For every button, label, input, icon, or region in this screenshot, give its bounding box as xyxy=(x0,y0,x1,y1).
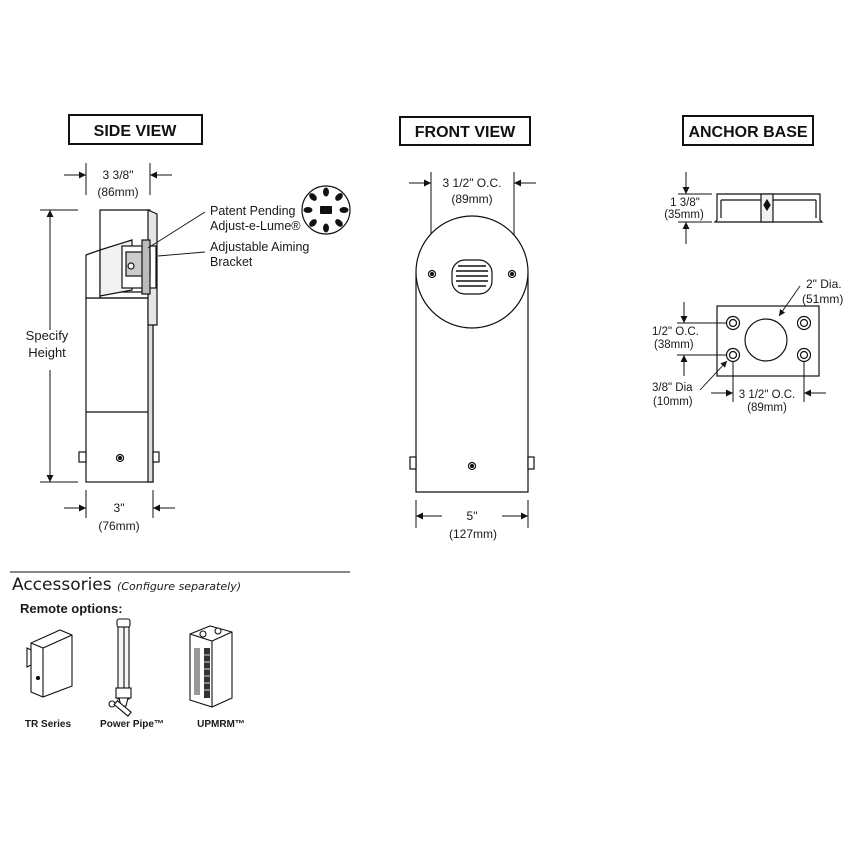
side-top-dim-mm: (86mm) xyxy=(97,185,138,199)
anchor-base-plan xyxy=(716,305,820,377)
side-height-label-2: Height xyxy=(28,345,66,360)
front-view-heading: FRONT VIEW xyxy=(415,124,516,141)
anchor-height-dimension xyxy=(678,172,712,244)
front-bottom-dim-text: 5" xyxy=(467,509,478,523)
front-top-dim-text: 3 1/2" O.C. xyxy=(443,176,502,190)
front-bottom-dim-mm: (127mm) xyxy=(449,527,497,541)
side-bottom-dim-text: 3" xyxy=(114,501,125,515)
front-fixture-body xyxy=(409,215,535,493)
accessories-title-text: Accessories xyxy=(12,575,112,595)
anchor-base-heading-box xyxy=(682,115,814,146)
anchor-bolt-dia-mm: (10mm) xyxy=(653,396,693,408)
anchor-bolt-dia-text: 3/8" Dia xyxy=(652,382,693,394)
front-view-heading-box xyxy=(399,116,531,146)
side-callout-1b: Adjust-e-Lume® xyxy=(210,219,301,233)
side-view-heading-box xyxy=(68,114,203,145)
anchor-base-elevation xyxy=(713,193,824,223)
accessories-title: Accessories (Configure separately) xyxy=(12,575,241,595)
side-height-label-1: Specify xyxy=(26,328,69,343)
side-bottom-dimension xyxy=(64,490,175,518)
side-view: SIDE VIEW 3 3/8" (86mm) Specify Height xyxy=(26,114,351,533)
side-callout-2a: Adjustable Aiming xyxy=(210,240,309,254)
power-pipe-illustration xyxy=(108,618,132,717)
anchor-horiz-oc-mm: (89mm) xyxy=(747,402,787,414)
tr-series-illustration xyxy=(26,629,73,698)
side-height-dimension xyxy=(40,209,78,483)
anchor-vert-oc-text: 1/2" O.C. xyxy=(652,326,699,338)
anchor-horiz-oc-text: 3 1/2" O.C. xyxy=(739,389,796,401)
anchor-horizontal-oc-dimension xyxy=(711,362,826,402)
remote-options-heading: Remote options: xyxy=(20,601,123,616)
anchor-vertical-oc-dimension xyxy=(677,302,726,376)
front-top-dim-mm: (89mm) xyxy=(451,192,492,206)
anchor-hole-dim-mm: (51mm) xyxy=(802,292,843,306)
side-callout-leaders xyxy=(147,211,206,257)
anchor-base-heading: ANCHOR BASE xyxy=(688,124,807,141)
anchor-height-dim-text: 1 3/8" xyxy=(670,197,700,209)
anchor-base-view: ANCHOR BASE 1 3/8" (35mm) xyxy=(652,115,843,414)
adjust-e-lume-dial-icon xyxy=(301,185,351,235)
side-callout-2b: Bracket xyxy=(210,255,253,269)
side-fixture-body xyxy=(78,209,160,483)
accessories-note: (Configure separately) xyxy=(117,580,241,593)
side-top-dimension xyxy=(64,163,172,195)
front-bottom-dimension xyxy=(415,500,529,528)
anchor-hole-dim-text: 2" Dia. xyxy=(806,277,842,291)
side-callout-1a: Patent Pending xyxy=(210,204,296,218)
accessory-label-power-pipe: Power Pipe™ xyxy=(100,719,164,730)
accessory-label-upmrm: UPMRM™ xyxy=(197,719,245,730)
side-bottom-dim-mm: (76mm) xyxy=(98,519,139,533)
front-view: FRONT VIEW 3 1/2" O.C. (89mm) xyxy=(399,116,536,541)
anchor-height-dim-mm: (35mm) xyxy=(664,209,704,221)
side-view-heading: SIDE VIEW xyxy=(94,123,178,140)
anchor-hole-leader xyxy=(778,285,801,317)
anchor-vert-oc-mm: (38mm) xyxy=(654,339,694,351)
accessory-label-tr-series: TR Series xyxy=(24,719,72,730)
side-top-dim-text: 3 3/8" xyxy=(103,168,134,182)
anchor-bolt-leader xyxy=(699,360,728,391)
upmrm-illustration xyxy=(189,625,233,708)
